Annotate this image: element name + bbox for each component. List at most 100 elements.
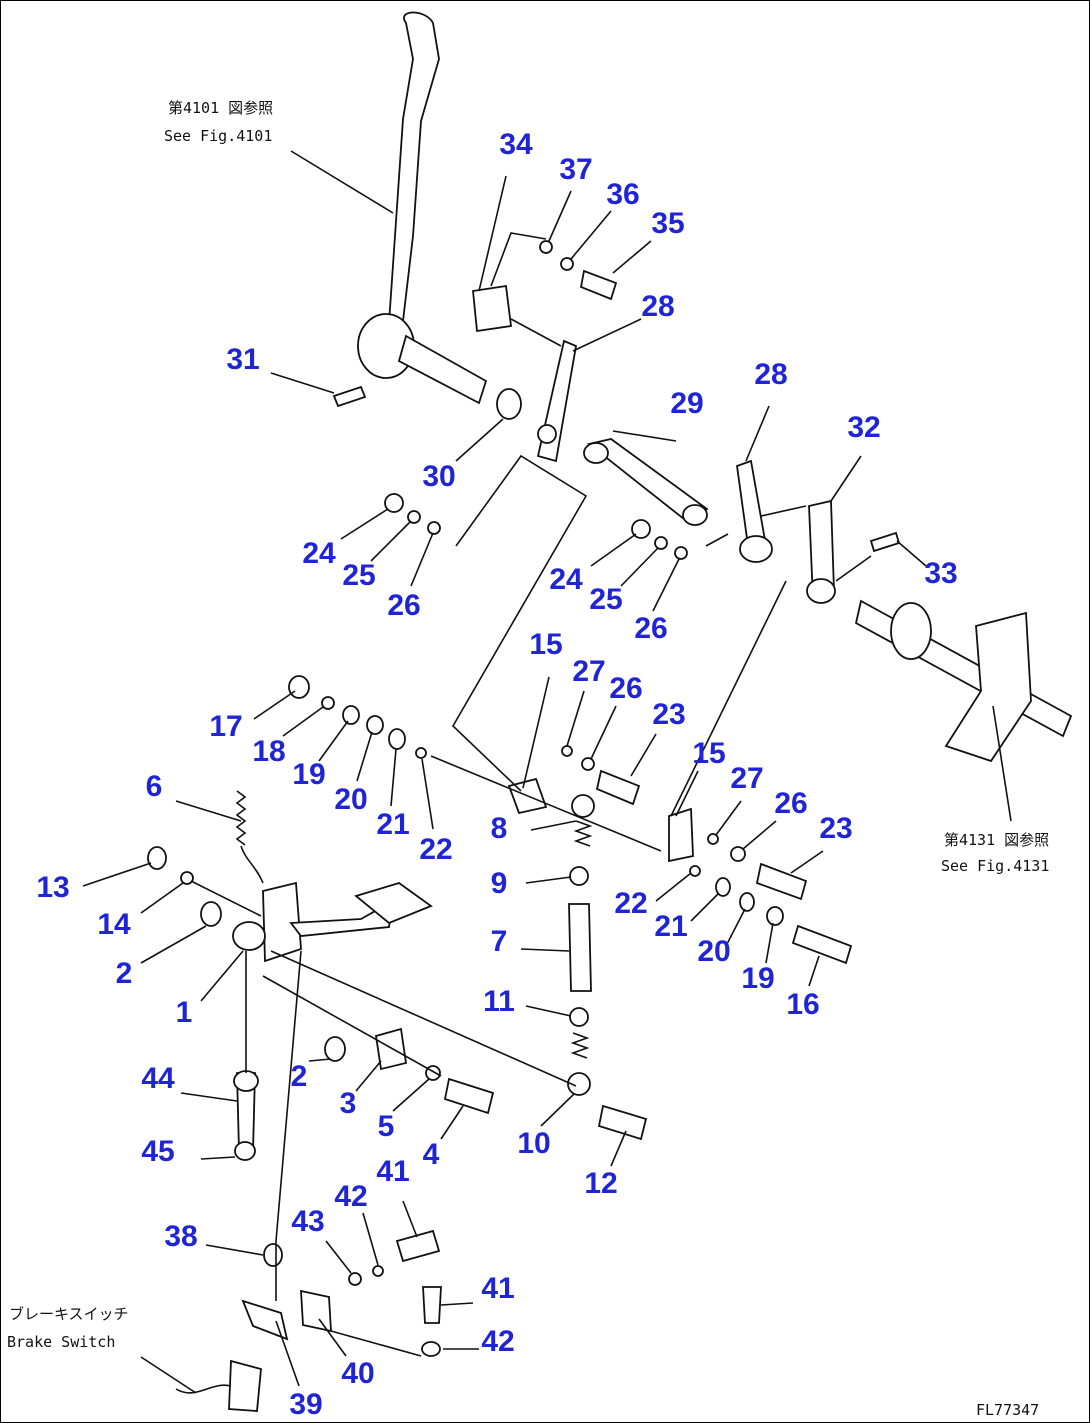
bolt-41-upper	[395, 1229, 441, 1263]
nut-38	[263, 1243, 283, 1267]
leader-26b	[652, 558, 680, 612]
note-brake-switch-en: Brake Switch	[7, 1333, 115, 1351]
callout-11: 11	[483, 985, 515, 1018]
callout-25-left: 25	[342, 559, 375, 592]
ref-arrow-4131	[992, 705, 1012, 822]
callout-23-lower: 23	[819, 812, 852, 845]
callout-39: 39	[289, 1388, 322, 1421]
leader-22b	[655, 872, 692, 902]
rod-7	[568, 903, 592, 992]
callout-44: 44	[141, 1062, 175, 1095]
leader-39	[275, 1320, 300, 1387]
callout-7: 7	[491, 925, 508, 958]
leader-40	[318, 1318, 347, 1357]
assembly-line-l	[510, 318, 562, 347]
leader-5	[392, 1078, 430, 1112]
callout-31: 31	[226, 343, 259, 376]
callout-25-right: 25	[589, 583, 622, 616]
leader-22a	[421, 758, 434, 830]
leader-19a	[318, 720, 349, 762]
leader-23b	[790, 850, 824, 874]
leader-33	[896, 540, 927, 567]
bar-29	[586, 438, 709, 525]
assembly-line-c	[670, 580, 787, 817]
callout-24-left: 24	[302, 537, 336, 570]
drawing-code: FL77347	[976, 1401, 1039, 1419]
leader-35	[612, 240, 652, 274]
pedal-pad	[354, 882, 433, 925]
ref-arrow-4101	[290, 150, 394, 214]
washer-42-upper	[372, 1265, 384, 1277]
switch-wire	[175, 1384, 232, 1394]
shift-lever	[388, 11, 440, 325]
leader-11	[525, 1005, 572, 1017]
washer-37	[539, 240, 553, 254]
callout-10: 10	[517, 1127, 550, 1160]
leader-36	[570, 210, 612, 260]
washer-14	[180, 871, 194, 885]
leader-44	[180, 1092, 238, 1102]
callout-43: 43	[291, 1205, 324, 1238]
washer-30	[496, 388, 522, 420]
bolt-35	[579, 269, 618, 301]
washer-36	[560, 257, 574, 271]
washer-18	[321, 696, 335, 710]
bar-29-end-a	[583, 442, 609, 464]
nut-45	[234, 1141, 256, 1161]
callout-15-lower: 15	[692, 737, 725, 770]
bolt-41-lower	[422, 1286, 442, 1324]
note-brake-switch-jp: ブレーキスイッチ	[9, 1305, 129, 1323]
leader-26d	[742, 820, 777, 850]
callout-13: 13	[36, 871, 69, 904]
callout-27-upper: 27	[572, 655, 605, 688]
leader-16	[808, 955, 820, 987]
leader-28b	[745, 405, 770, 462]
callout-42-lower: 42	[481, 1325, 514, 1358]
callout-41-upper: 41	[376, 1155, 409, 1188]
washer-42-lower	[421, 1341, 441, 1357]
callout-22-right: 22	[614, 887, 647, 920]
callout-22-left: 22	[419, 833, 452, 866]
yoke-8	[571, 794, 595, 818]
bolt-44-head	[233, 1070, 259, 1092]
pin-33	[869, 531, 901, 553]
assembly-line-k	[835, 555, 872, 582]
leader-20b	[725, 908, 746, 947]
bushing-2-upper	[200, 901, 222, 927]
cross-shaft	[854, 599, 1073, 738]
leader-26c	[590, 705, 617, 760]
callout-34: 34	[499, 128, 533, 161]
washer-26-right	[674, 546, 688, 560]
shaft-flange	[890, 602, 932, 660]
washer-26-lower	[730, 846, 746, 862]
callout-leaders	[82, 175, 927, 1387]
washer-19-left	[342, 705, 360, 725]
note-ref-4131-jp: 第4131 図参照	[944, 831, 1049, 849]
lever-28-right-hub	[739, 535, 773, 563]
leader-20a	[356, 731, 373, 782]
leader-30	[455, 418, 504, 462]
callout-8: 8	[491, 812, 508, 845]
leader-24b	[590, 533, 637, 567]
assembly-line-d	[430, 755, 662, 852]
callout-2-upper: 2	[116, 957, 133, 990]
leader-26a	[410, 532, 434, 587]
callout-4: 4	[423, 1138, 440, 1171]
leader-7	[520, 948, 570, 952]
bolt-23-lower	[755, 862, 808, 901]
leader-27b	[715, 800, 742, 836]
clevis-15-lower	[668, 807, 694, 863]
leader-25b	[620, 547, 659, 587]
callout-35: 35	[651, 207, 684, 240]
link-28-left-eye	[537, 424, 557, 444]
brake-switch-arrow	[140, 1356, 197, 1394]
leader-21a	[390, 748, 397, 807]
callout-numbers: 34 37 36 35 28 31 28 29 32 30 24 25 26 2…	[36, 128, 957, 1421]
leader-37	[548, 190, 572, 242]
lever-32-hub	[806, 578, 836, 604]
leader-17	[253, 690, 296, 720]
washer-20-right	[739, 892, 755, 912]
assembly-line-b	[705, 533, 729, 547]
spring-upper	[573, 820, 593, 847]
